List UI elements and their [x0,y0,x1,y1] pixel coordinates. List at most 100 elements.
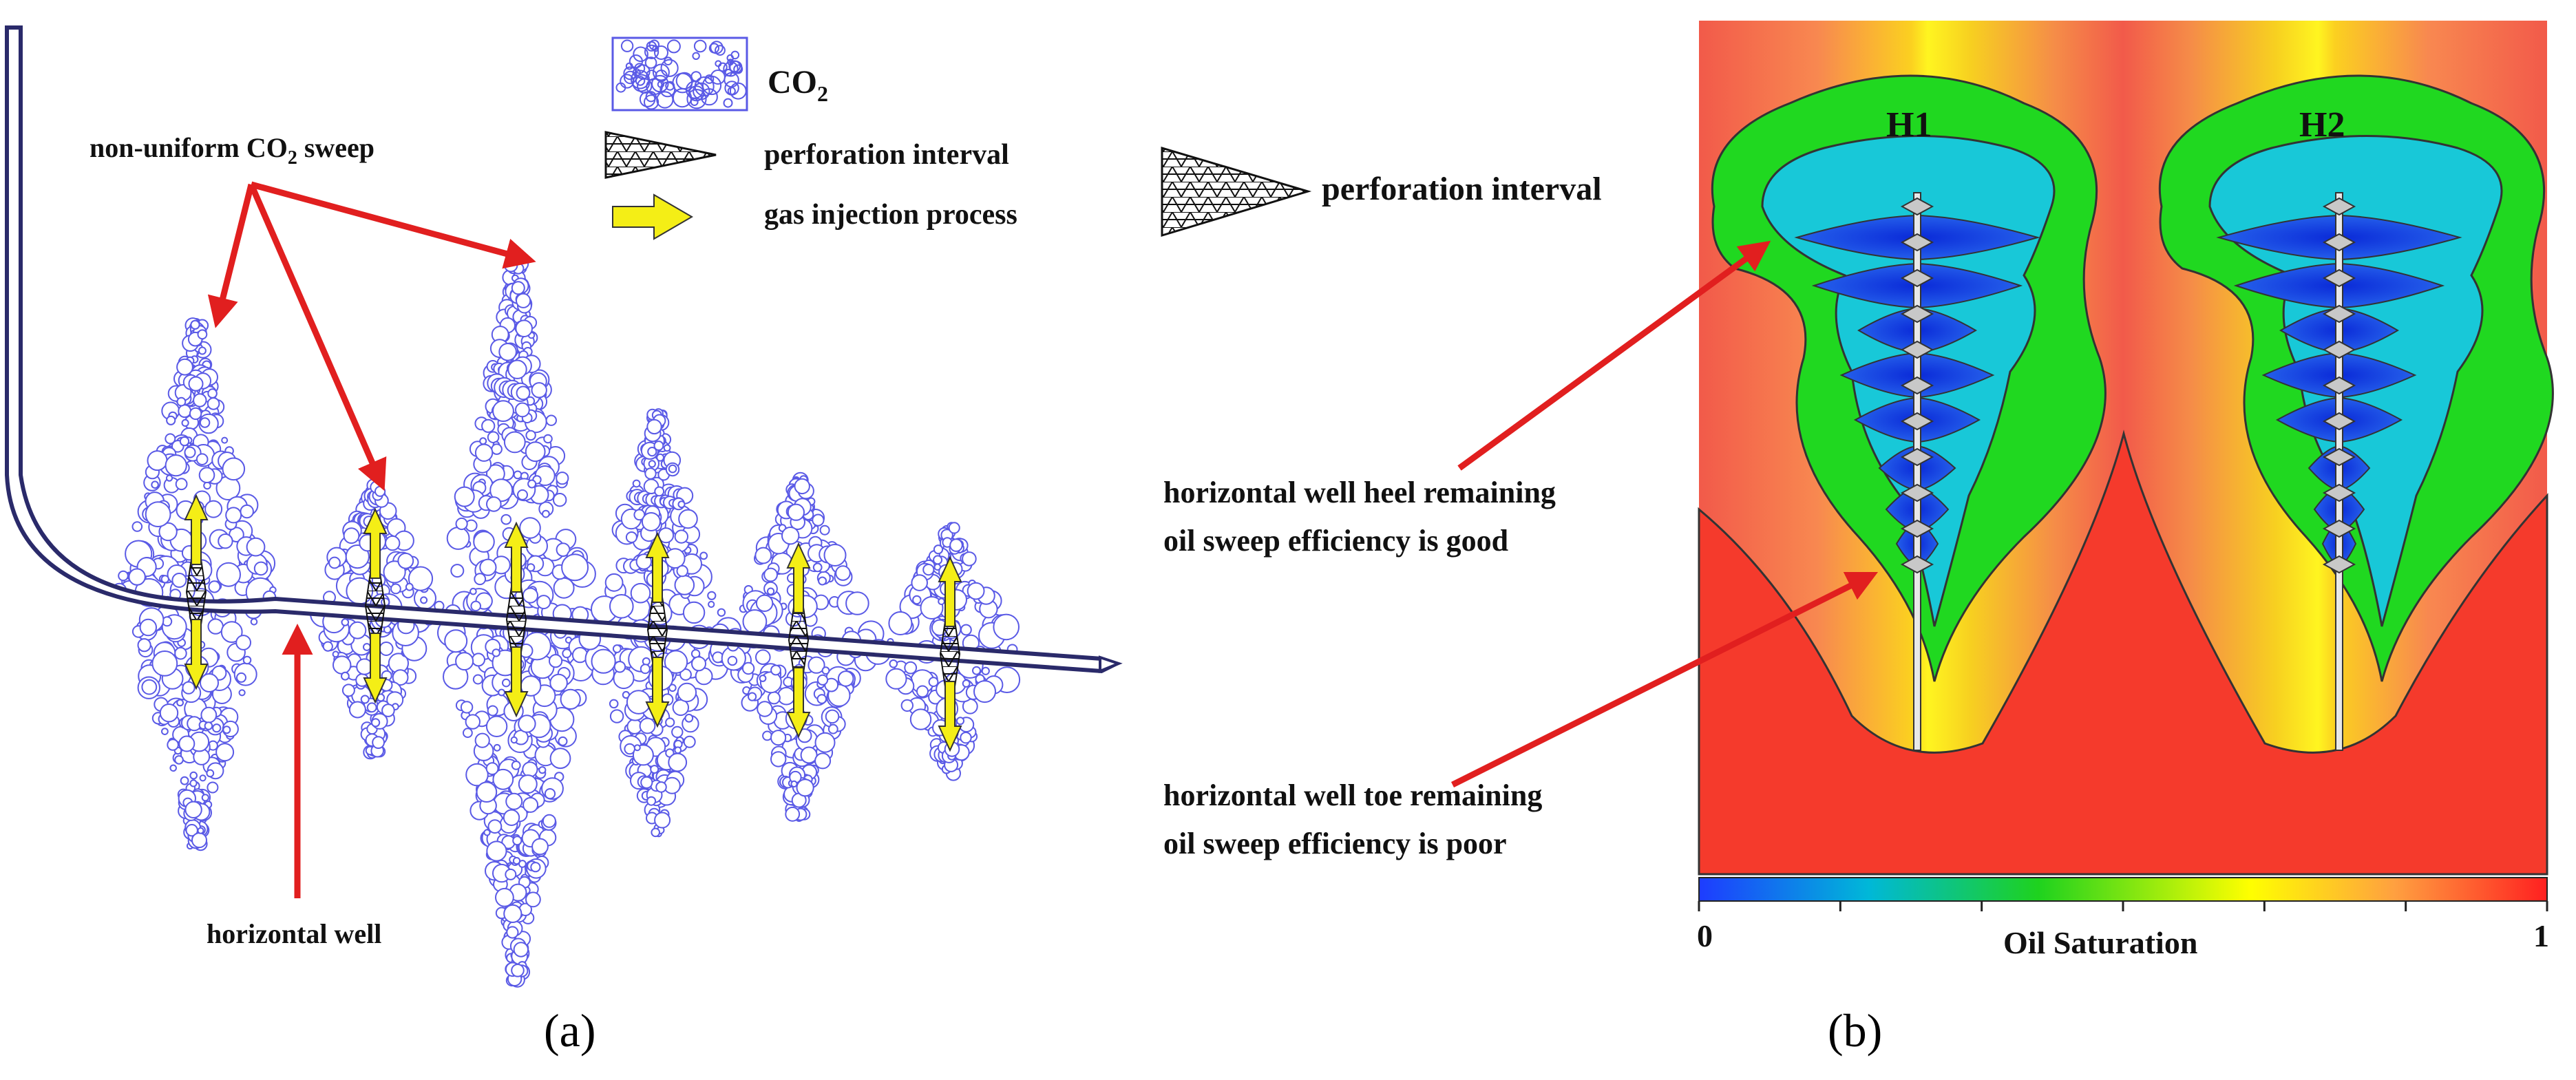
co2-bubble [141,679,158,695]
co2-bubble [517,489,528,500]
co2-bubble [392,669,409,686]
well-label-h2: H2 [2299,105,2345,145]
co2-bubble [182,681,196,695]
co2-bubble [672,72,693,94]
co2-bubble [542,814,556,828]
co2-bubble [405,582,414,591]
co2-bubble [652,63,670,81]
co2-bubble [762,730,772,741]
co2-bubble [158,522,178,542]
co2-bubble [632,479,641,488]
co2-bubble [755,649,771,666]
co2-bubble [169,764,177,772]
co2-bubble [717,608,726,617]
co2-bubble [646,419,662,435]
perforation-marker [2322,197,2356,216]
co2-bubble [374,485,386,497]
co2-bubble [656,453,664,462]
co2-bubble [518,774,538,794]
co2-bubble [165,433,176,445]
co2-bubble [444,629,468,653]
co2-bubble [909,708,932,730]
co2-bubble [823,544,847,567]
co2-bubble [630,582,651,604]
co2-bubble [981,666,990,675]
co2-bubble [560,688,581,710]
co2-bubble [221,436,229,444]
co2-bubble [536,595,551,610]
co2-bubble [385,535,401,551]
co2-bubble [207,397,220,410]
co2-bubble [363,643,371,651]
co2-bubble [507,359,527,379]
co2-bubble [562,648,572,659]
co2-bubble [556,472,569,485]
co2-bubble [474,443,494,462]
co2-bubble [512,836,522,846]
co2-bubble [754,547,772,564]
co2-bubble [465,763,489,787]
co2-bubble [188,376,204,392]
co2-bubble [486,496,502,512]
co2-bubble [785,806,801,822]
co2-bubble [543,434,553,444]
co2-bubble [189,771,198,780]
co2-bubble [191,832,207,849]
co2-bubble [818,576,827,586]
co2-bubble [686,89,707,109]
co2-bubble [682,601,706,624]
co2-bubble [741,661,755,675]
co2-bubble [973,680,996,703]
co2-bubble [812,513,825,527]
co2-bubble [644,94,659,110]
co2-bubble [609,699,619,709]
co2-bubble [693,82,710,100]
co2-bubble [165,454,187,477]
co2-bubble [193,393,207,407]
co2-bubble [755,594,774,612]
co2-bubble [742,609,768,634]
co2-bubble [197,329,208,340]
co2-bubble [503,809,520,827]
co2-bubble [348,621,367,639]
co2-bubble [770,664,781,676]
co2-bubble [948,522,960,534]
panel-b: H1 H2 perforation interval horizontal we… [1161,21,2554,1057]
co2-bubble [962,679,971,688]
co2-bubble [207,388,218,399]
co2-bubble [246,537,266,557]
co2-bubble [674,575,695,595]
co2-bubble [641,512,661,531]
co2-bubble [612,644,622,653]
co2-bubble [198,346,207,355]
co2-bubble [472,674,483,685]
co2-bubble [708,600,715,608]
co2-bubble [500,513,512,525]
co2-bubble [759,675,767,682]
co2-bubble [668,464,677,474]
co2-bubble [660,59,679,77]
co2-bubble [504,258,518,273]
co2-bubble [623,70,637,85]
toe-text-line-1: horizontal well toe remaining [1163,779,1542,812]
co2-bubble [515,319,534,338]
co2-bubble [904,661,918,675]
co2-bubble [633,46,648,63]
co2-bubble [767,587,775,595]
co2-bubble [770,751,787,767]
co2-bubble [825,709,840,724]
co2-bubble [790,780,798,788]
co2-bubble [474,732,490,748]
heel-text-line-1: horizontal well heel remaining [1163,476,1556,509]
perforation-marker [1900,233,1934,252]
co2-bubble [763,567,778,582]
co2-bubble [665,81,675,91]
co2-bubble [128,568,146,586]
co2-bubble [503,904,522,924]
co2-bubble [360,695,370,704]
perforation-marker [1900,412,1934,431]
co2-bubble [683,735,696,748]
co2-bubble [900,699,914,712]
co2-bubble [503,431,526,454]
co2-bubble [492,648,500,657]
